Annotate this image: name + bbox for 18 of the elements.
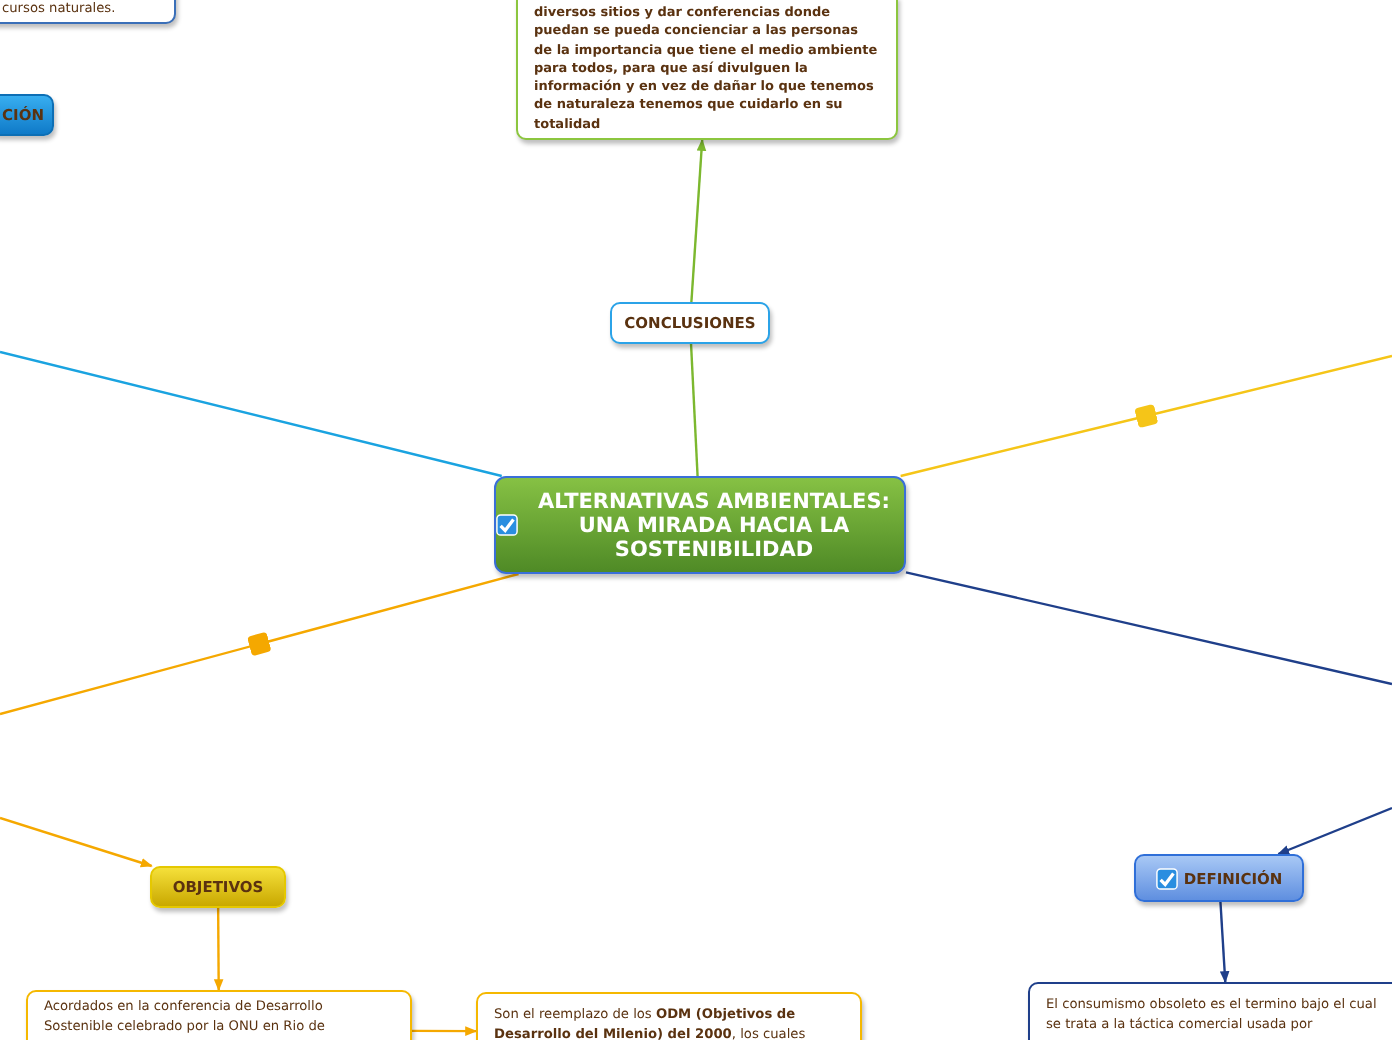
connector-line	[1219, 901, 1230, 984]
connector-line	[1277, 806, 1392, 856]
connector-line	[0, 572, 519, 716]
connector-line	[213, 908, 224, 992]
topic-label: ALTERNATIVAS AMBIENTALES: UNA MIRADA HACIA LA SOSTENIBILIDAD	[536, 489, 892, 561]
topic-box	[0, 94, 54, 136]
connector-line	[689, 343, 699, 477]
connector-line	[900, 354, 1392, 478]
connector-line	[412, 1026, 478, 1036]
topic-box	[150, 866, 286, 908]
connector-line	[690, 138, 707, 303]
note-box	[516, 0, 898, 140]
topic-box	[1134, 854, 1304, 902]
central-topic-box	[494, 476, 906, 574]
connector-line	[905, 571, 1392, 686]
connector-line	[0, 350, 502, 478]
connector-line	[0, 816, 153, 868]
topic-box	[610, 302, 770, 344]
